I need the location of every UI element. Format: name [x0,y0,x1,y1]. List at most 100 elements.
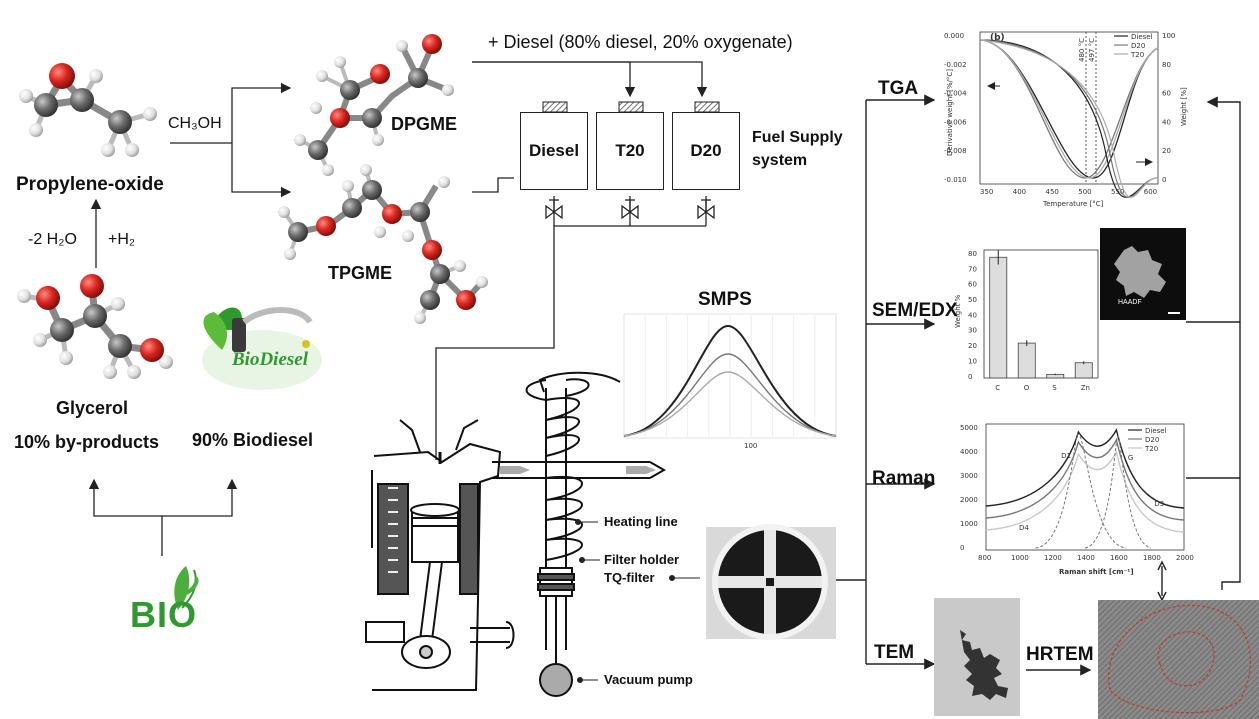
byproducts-label: 10% by-products [14,432,160,452]
vacuum-pump-label: Vacuum pump [604,672,693,687]
tga-annot-497: 497 °C [1088,38,1096,62]
sampling-leaders [575,519,700,683]
raman-xtick: 1200 [1044,554,1062,562]
tank-cap-diesel [542,101,568,113]
sem-category-label: Zn [1081,384,1090,392]
tga-label: TGA [878,78,919,99]
raman-legend-entry: D20 [1145,436,1159,444]
tga-ytick-left: -0.004 [944,90,967,98]
tq-filter-photo [706,524,836,640]
tga-legend-entry: Diesel [1131,33,1153,41]
tga-ytick-left: -0.008 [944,147,967,155]
tga-derivative-curve [979,39,1159,179]
tga-ylabel-right: Weight [%] [1180,87,1188,126]
tga-ytick-left: 0.000 [944,32,964,40]
smps-size-distribution [623,324,837,437]
sampling-line [525,371,621,697]
sem-bar [1017,342,1036,379]
tga-xtick: 600 [1144,188,1157,196]
smps-size-distribution [623,353,837,437]
raman-spectrum [985,450,1185,533]
raman-legend-entry: Diesel [1145,427,1167,435]
tga-ytick-right: 60 [1162,90,1171,98]
raman-label: Raman [872,468,936,489]
raman-ytick: 0 [960,544,964,552]
raman-legend-entry: T20 [1144,445,1158,453]
hrtem-image [1098,600,1259,719]
tank-cap-d20 [694,101,720,113]
tank-cap-t20 [618,101,644,113]
tga-ylabel-left: Derivative weight [%/°C] [946,69,954,156]
fuel-supply-label: Fuel Supply system [752,129,843,169]
tga-ytick-right: 80 [1162,61,1171,69]
tpgme-label: TPGME [328,263,393,283]
dehydration-label: -2 H₂O [28,231,77,248]
exhaust-pipe [560,461,667,479]
tpgme-molecule [278,164,488,324]
smps-xtick: 100 [744,442,757,450]
raman-band-g: G [1128,454,1133,462]
raman-xtick: 1400 [1077,554,1095,562]
tga-panel-label: (b) [990,33,1005,43]
tank-diesel: Diesel [520,112,588,190]
hydrogen-label: +H₂ [108,231,136,248]
sem-edx-label: SEM/EDX [872,300,958,321]
sem-ytick: 70 [968,265,977,273]
methanol-label: CH₃OH [168,115,222,132]
bio-logo-text: BIO [130,594,198,635]
raman-ytick: 4000 [960,448,978,456]
sem-haadf-image [1100,228,1186,320]
sem-ytick: 10 [968,357,977,365]
sem-ytick: 0 [968,373,972,381]
tga-weight-curve [979,39,1159,198]
smps-label: SMPS [698,289,752,310]
tga-weight-curve [979,39,1159,198]
biodiesel-percent-label: 90% Biodiesel [192,430,314,450]
sem-ytick: 40 [968,311,977,319]
tga-xtick: 400 [1013,188,1026,196]
tga-xtick: 450 [1046,188,1059,196]
tga-ytick-right: 20 [1162,147,1171,155]
raman-fit-d1 [1035,433,1127,549]
engine-illustration [365,419,560,691]
raman-band-d4: D4 [1019,524,1029,532]
sem-ylabel: Weight % [954,294,962,328]
sem-bar [1074,362,1093,379]
bio-logo-leaf [174,566,199,610]
smps-chart: 100 [623,313,837,450]
raman-band-d3: D3 [1154,500,1164,508]
raman-xtick: 2000 [1176,554,1194,562]
tga-ytick-left: -0.002 [944,61,967,69]
tga-ytick-right: 40 [1162,118,1171,126]
biodiesel-logo [202,307,322,390]
haadf-label: HAADF [1118,299,1142,306]
sem-ytick: 30 [968,327,977,335]
tga-ytick-right: 0 [1162,176,1166,184]
raman-xtick: 1000 [1011,554,1029,562]
raman-xtick: 1600 [1110,554,1128,562]
sem-ytick: 80 [968,250,977,258]
tga-ytick-left: -0.010 [944,176,967,184]
sem-category-label: C [995,384,1000,392]
tem-label: TEM [874,642,915,663]
dpgme-molecule [294,34,454,176]
raman-spectrum [985,428,1185,509]
raman-fit-g [1084,435,1152,549]
biodiesel-logo-text: BioDiesel [232,349,308,370]
heating-line-label: Heating line [604,514,678,529]
diesel-blend-label: + Diesel (80% diesel, 20% oxygenate) [488,32,793,52]
synthesis-connectors [88,61,708,556]
raman-xtick: 1800 [1143,554,1161,562]
tga-ytick-right: 100 [1162,32,1175,40]
tga-ytick-left: -0.006 [944,118,967,126]
tga-weight-curve [979,39,1159,198]
tem-image [934,598,1020,716]
raman-ytick: 3000 [960,472,978,480]
raman-ytick: 2000 [960,496,978,504]
tga-annot-480: 480 °C [1078,38,1086,62]
tank-t20: T20 [596,112,664,190]
sem-bar [989,256,1008,379]
raman-xtick: 800 [978,554,991,562]
